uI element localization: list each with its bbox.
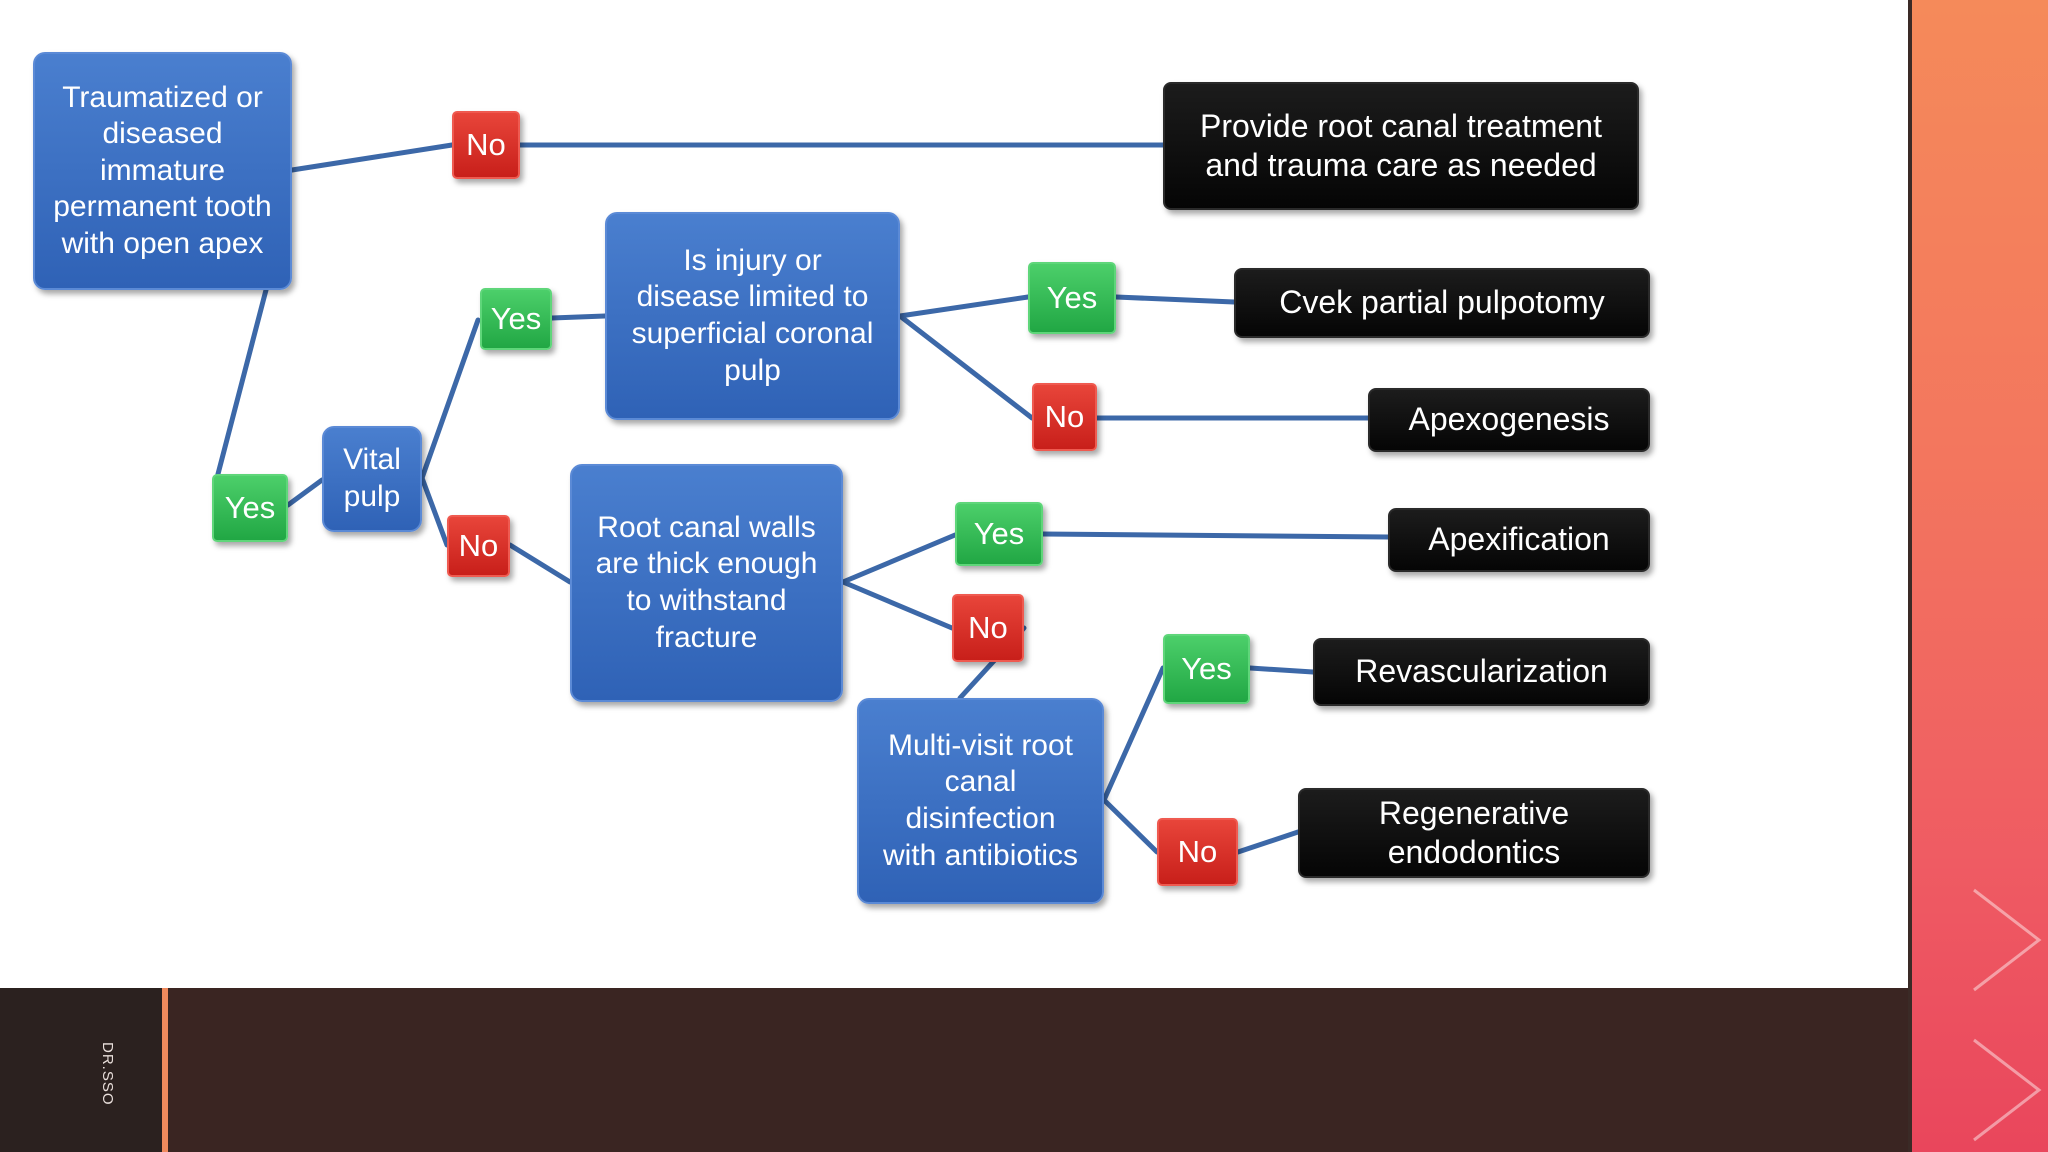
- vital-pulp-node: Vital pulp: [322, 426, 422, 532]
- connector-walls-yes: [840, 532, 958, 585]
- footer-author-label: DR.SSO: [99, 1042, 116, 1106]
- connector-no-regenerative: [1235, 829, 1301, 855]
- connector-yes-cvek: [1113, 294, 1237, 305]
- root-walls-node: Root canal walls are thick enough to wit…: [570, 464, 843, 702]
- no-badge-vital: No: [447, 515, 510, 577]
- no-badge-walls: No: [952, 594, 1024, 662]
- outcome-regenerative: Regenerative endodontics: [1298, 788, 1650, 878]
- panel-divider: [1908, 0, 1912, 1152]
- connector-injury-yes: [897, 294, 1031, 319]
- connector-yes-injury: [549, 313, 608, 321]
- outcome-cvek: Cvek partial pulpotomy: [1234, 268, 1650, 338]
- connector-vital-no: [419, 475, 450, 548]
- yes-badge-vital: Yes: [480, 288, 552, 350]
- outcome-root-canal: Provide root canal treatment and trauma …: [1163, 82, 1639, 210]
- footer-bar: [0, 988, 1908, 1152]
- connector-multi-no: [1101, 797, 1160, 855]
- connector-start-yes: [215, 287, 269, 477]
- connector-yes-vital: [285, 477, 325, 508]
- connector-walls-no: [840, 579, 955, 631]
- outcome-revascularization: Revascularization: [1313, 638, 1650, 706]
- no-badge-injury: No: [1032, 383, 1097, 451]
- start-node: Traumatized or diseased immature permane…: [33, 52, 292, 290]
- connector-yes-revasc: [1247, 665, 1316, 675]
- connector-no-walls: [507, 542, 573, 585]
- chevron-decoration-icon-2: [1964, 1030, 2044, 1150]
- connector-injury-no: [897, 313, 1035, 421]
- chevron-decoration-icon: [1964, 880, 2044, 1000]
- footer-side-block: [0, 988, 162, 1152]
- yes-badge-injury: Yes: [1028, 262, 1116, 334]
- yes-badge-start: Yes: [212, 474, 288, 542]
- decorative-side-panel: [1908, 0, 2048, 1152]
- no-badge-start: No: [452, 111, 520, 179]
- yes-badge-multi: Yes: [1163, 634, 1250, 704]
- yes-badge-walls: Yes: [955, 502, 1043, 566]
- outcome-apexification: Apexification: [1388, 508, 1650, 572]
- connector-multi-yes: [1101, 665, 1166, 803]
- multi-visit-node: Multi-visit root canal disinfection with…: [857, 698, 1104, 904]
- no-badge-multi: No: [1157, 818, 1238, 886]
- injury-limited-node: Is injury or disease limited to superfic…: [605, 212, 900, 420]
- footer-accent-stripe: [162, 988, 168, 1152]
- connector-vital-yes: [419, 317, 481, 481]
- flowchart-connectors: [215, 142, 1391, 855]
- connector-yes-apexification: [1040, 531, 1391, 540]
- connector-start-no: [289, 142, 455, 173]
- outcome-apexogenesis: Apexogenesis: [1368, 388, 1650, 452]
